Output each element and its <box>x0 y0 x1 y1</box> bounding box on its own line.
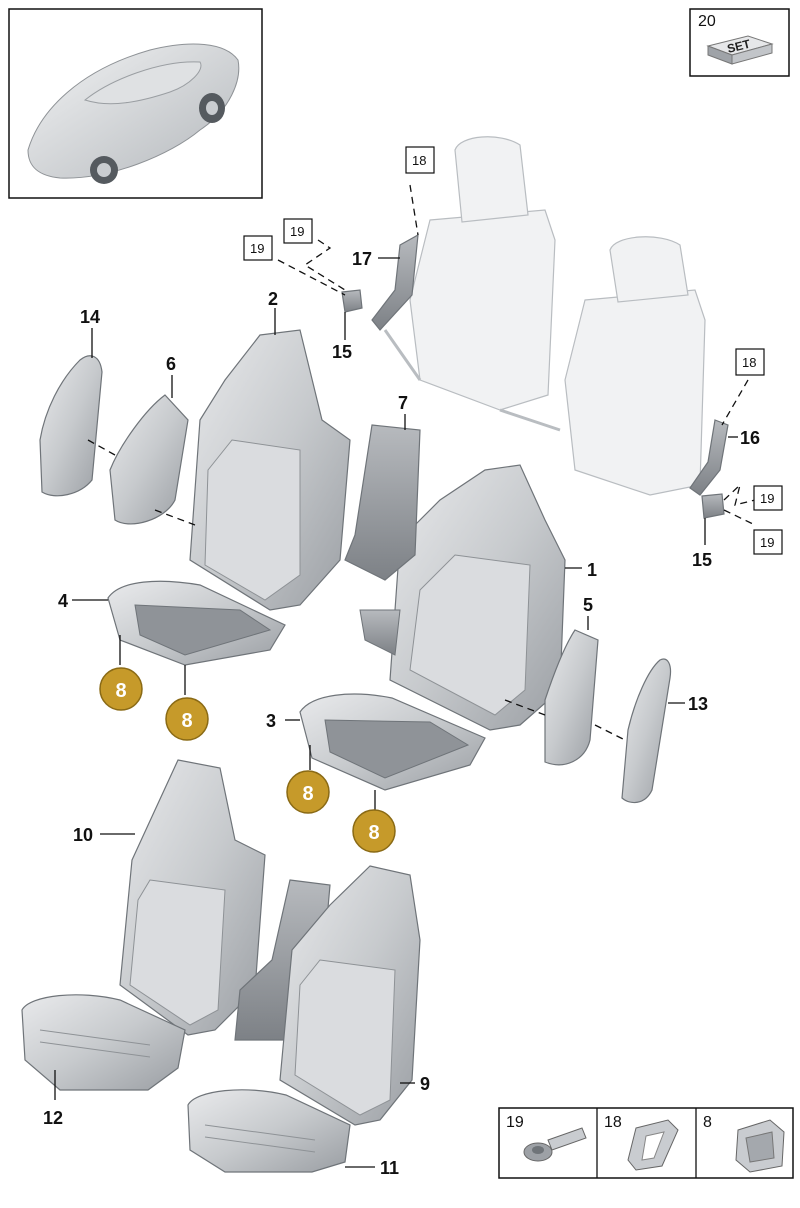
legend-num-19: 19 <box>506 1114 524 1131</box>
callout-15-upper: 15 <box>332 342 352 362</box>
callout-10: 10 <box>73 825 93 845</box>
part-10-backrest-cover <box>119 759 266 1036</box>
part-2-backrest-left <box>189 329 351 611</box>
clip-badge-3: 8 <box>302 783 313 805</box>
leader-lines <box>54 184 756 1168</box>
callout-2: 2 <box>268 289 278 309</box>
part-3-cushion-right <box>299 693 486 791</box>
callout-6: 6 <box>166 354 176 374</box>
ref-19-b: 19 <box>250 241 264 256</box>
set-block-icon: SET <box>706 35 774 65</box>
clip-badge-2: 8 <box>181 710 192 732</box>
callout-7: 7 <box>398 393 408 413</box>
boxed-refs: 18 18 19 19 19 19 <box>243 146 783 555</box>
part-12-cushion-cover <box>21 994 186 1091</box>
part-17-bracket <box>371 233 419 331</box>
callout-16: 16 <box>740 428 760 448</box>
hardware-legend: 19 18 8 <box>498 1107 794 1179</box>
clip-badge-1: 8 <box>115 680 126 702</box>
part-11-cushion-cover <box>187 1089 351 1173</box>
part-7-panel <box>344 424 421 581</box>
part-1-backrest-right <box>359 464 566 731</box>
callout-3: 3 <box>266 711 276 731</box>
part-9-backrest-cover <box>234 865 421 1126</box>
callouts: 2 14 6 7 4 3 1 5 13 10 9 12 11 15 15 16 … <box>43 249 760 1178</box>
clip-badge-4: 8 <box>368 822 379 844</box>
callout-9: 9 <box>420 1074 430 1094</box>
clip-badges: 8 8 8 8 <box>99 667 396 853</box>
legend-num-18: 18 <box>604 1114 622 1131</box>
clip-icon <box>735 1119 785 1173</box>
grommet-icon <box>627 1119 679 1171</box>
callout-1: 1 <box>587 560 597 580</box>
ref-19-a: 19 <box>290 224 304 239</box>
callout-13: 13 <box>688 694 708 714</box>
set-box: 20 SET <box>689 8 790 77</box>
callout-11: 11 <box>380 1158 399 1178</box>
callout-5: 5 <box>583 595 593 615</box>
set-number: 20 <box>698 13 716 30</box>
legend-num-8: 8 <box>703 1114 712 1131</box>
ref-19-d: 19 <box>760 535 774 550</box>
part-16-bracket <box>689 419 729 496</box>
callout-4: 4 <box>58 591 68 611</box>
ref-18-upper: 18 <box>412 153 426 168</box>
part-4-cushion-left <box>107 580 286 666</box>
ref-19-c: 19 <box>760 491 774 506</box>
part-15-hinge-upper <box>341 289 363 313</box>
bolt-icon <box>523 1127 587 1162</box>
part-15-hinge-lower <box>701 493 725 519</box>
set-label: SET <box>726 37 753 56</box>
callout-12: 12 <box>43 1108 63 1128</box>
callout-14: 14 <box>80 307 100 327</box>
callout-17: 17 <box>352 249 372 269</box>
part-6-trim <box>109 394 189 525</box>
part-13-trim <box>621 658 672 804</box>
seat-frame-ghost <box>383 136 706 496</box>
callout-15-lower: 15 <box>692 550 712 570</box>
part-14-trim <box>39 355 103 497</box>
part-5-trim <box>544 629 599 766</box>
car-thumbnail <box>8 8 263 199</box>
ref-18-lower: 18 <box>742 355 756 370</box>
